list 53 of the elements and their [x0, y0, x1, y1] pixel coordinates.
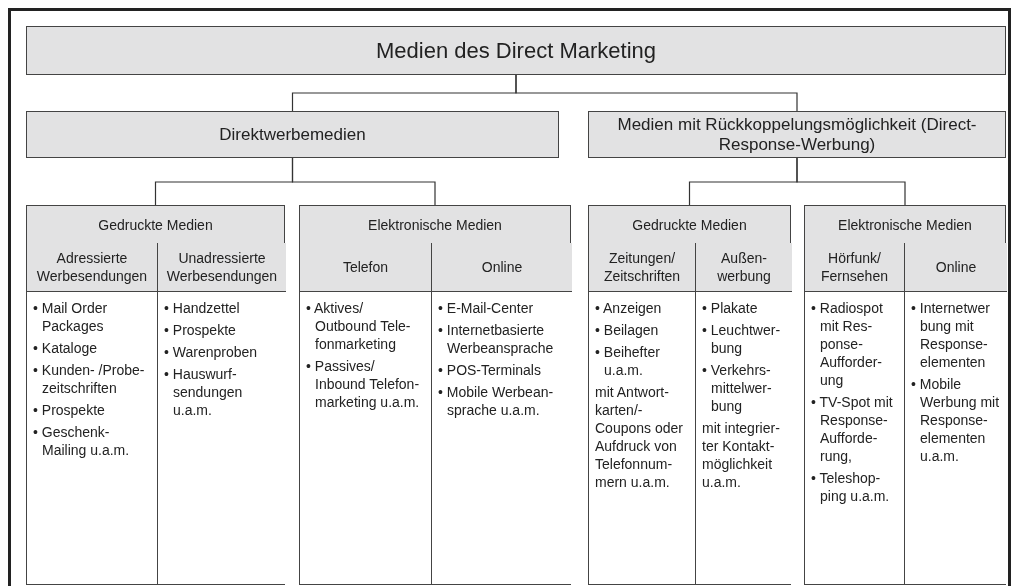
list-item: • Anzeigen: [595, 299, 663, 317]
list-item: • Mail Order Packages: [33, 299, 109, 335]
column-heading: Hörfunk/ Fernsehen: [805, 243, 904, 292]
note-text: mit integrier- ter Kontakt- möglichkeit u.a.m.: [702, 419, 781, 491]
list-item: • Teleshop- ping u.a.m.: [811, 469, 891, 505]
category-panel: [804, 205, 1006, 585]
list-item: • Leuchtwer- bung: [702, 321, 782, 357]
column-heading: Zeitungen/ Zeitschriften: [589, 243, 695, 292]
list-item: • Prospekte: [33, 401, 106, 419]
category-box: [26, 111, 559, 158]
category-box: [26, 26, 1006, 75]
column-heading: Außen- werbung: [696, 243, 792, 292]
list-item: • TV-Spot mit Response- Aufforde- rung,: [811, 393, 894, 465]
list-item: • Beihefter u.a.m.: [595, 343, 661, 379]
list-item: • Hauswurf- sendungen u.a.m.: [164, 365, 244, 419]
box-title: Medien des Direct Marketing: [375, 36, 657, 65]
list-item: • Kunden- /Probe- zeitschriften: [33, 361, 146, 397]
column-heading: Adressierte Werbesendungen: [27, 243, 157, 292]
category-panel: [588, 205, 791, 585]
media-column: [904, 243, 1007, 584]
list-item: • E-Mail-Center: [438, 299, 535, 317]
box-title: Medien mit Rückkoppelungsmöglichkeit (Direct-Response-Werbung): [616, 113, 978, 156]
list-item: • Prospekte: [164, 321, 237, 339]
connector-line: [291, 157, 436, 206]
list-item: • Kataloge: [33, 339, 99, 357]
list-item: • Internetbasierte Werbeansprache: [438, 321, 555, 357]
column-heading: Telefon: [300, 243, 431, 292]
column-heading: Unadressierte Werbesendungen: [158, 243, 286, 292]
note-text: mit Antwort- karten/- Coupons oder Aufdruck von Telefonnum- mern u.a.m.: [595, 383, 684, 491]
list-item: • Internetwer bung mit Response- elementen: [911, 299, 991, 371]
list-item: • Radiospot mit Res- ponse- Aufforder- ung: [811, 299, 884, 389]
list-item: • Beilagen: [595, 321, 660, 339]
list-item: • Passives/ Inbound Telefon- marketing u.a.m.: [306, 357, 421, 411]
list-item: • Geschenk- Mailing u.a.m.: [33, 423, 131, 459]
list-item: • Mobile Werbean- sprache u.a.m.: [438, 383, 555, 419]
list-item: • Warenproben: [164, 343, 259, 361]
panel-heading: Elektronische Medien: [805, 206, 1005, 244]
panel-heading: Gedruckte Medien: [589, 206, 790, 244]
category-box: [588, 111, 1006, 158]
list-item: • POS-Terminals: [438, 361, 542, 379]
panel-heading: Gedruckte Medien: [27, 206, 284, 244]
column-heading: Online: [432, 243, 572, 292]
list-item: • Mobile Werbung mit Response- elementen u.a.m.: [911, 375, 1001, 465]
connector-line: [515, 74, 798, 112]
category-panel: [299, 205, 571, 585]
list-item: • Handzettel: [164, 299, 241, 317]
list-item: • Plakate: [702, 299, 759, 317]
box-title: Direktwerbemedien: [218, 123, 367, 146]
connector-line: [796, 157, 906, 206]
category-panel: [26, 205, 285, 585]
column-heading: Online: [905, 243, 1007, 292]
list-item: • Aktives/ Outbound Tele- fonmarketing: [306, 299, 412, 353]
panel-heading: Elektronische Medien: [300, 206, 570, 244]
